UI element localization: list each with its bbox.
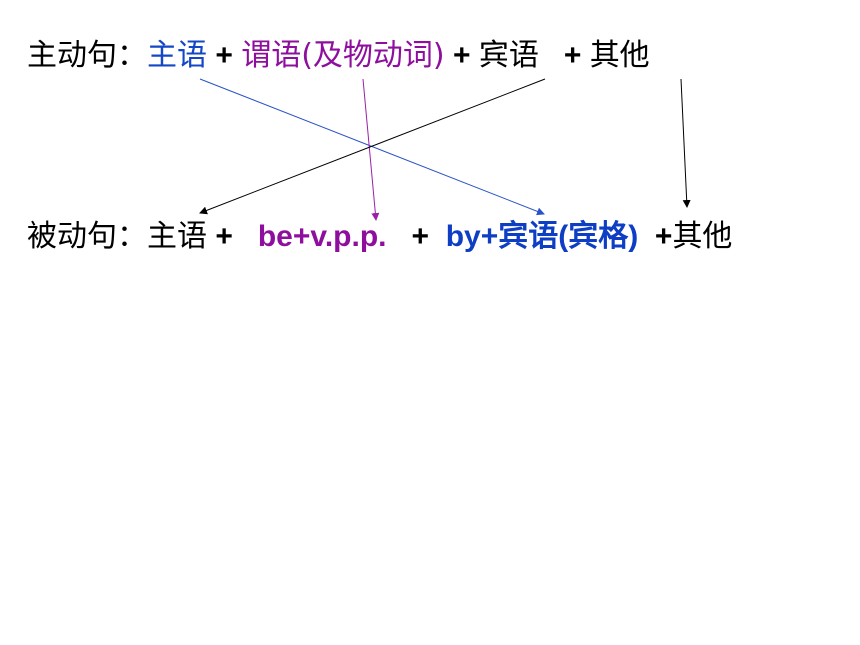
passive-sentence-row: 被动句：主语 + be+v.p.p. + by+宾语(宾格) +其他 (27, 219, 732, 255)
passive-other: 其他 (672, 219, 733, 254)
active-plus-3: + (538, 39, 590, 72)
passive-plus-2: + (386, 220, 446, 253)
active-label: 主动句： (27, 38, 147, 73)
active-sentence-row: 主动句：主语 + 谓语(及物动词) + 宾语 + 其他 (27, 38, 650, 74)
active-plus-1: + (207, 39, 242, 72)
passive-plus-3: + (638, 220, 673, 253)
passive-subject: 主语 (147, 219, 207, 254)
active-other: 其他 (589, 38, 650, 73)
active-predicate: 谓语(及物动词) (241, 38, 445, 73)
passive-agent: by+宾语(宾格) (445, 220, 639, 253)
active-subject: 主语 (147, 38, 207, 73)
other-to-other-arrow (680, 78, 691, 208)
passive-predicate: be+v.p.p. (257, 220, 387, 253)
passive-plus-1: + (207, 220, 258, 253)
active-object: 宾语 (478, 38, 539, 73)
object-to-subject-arrow (199, 78, 546, 215)
passive-label: 被动句： (27, 219, 147, 254)
predicate-to-be-vpp-arrow (362, 78, 380, 221)
active-plus-2: + (444, 39, 479, 72)
